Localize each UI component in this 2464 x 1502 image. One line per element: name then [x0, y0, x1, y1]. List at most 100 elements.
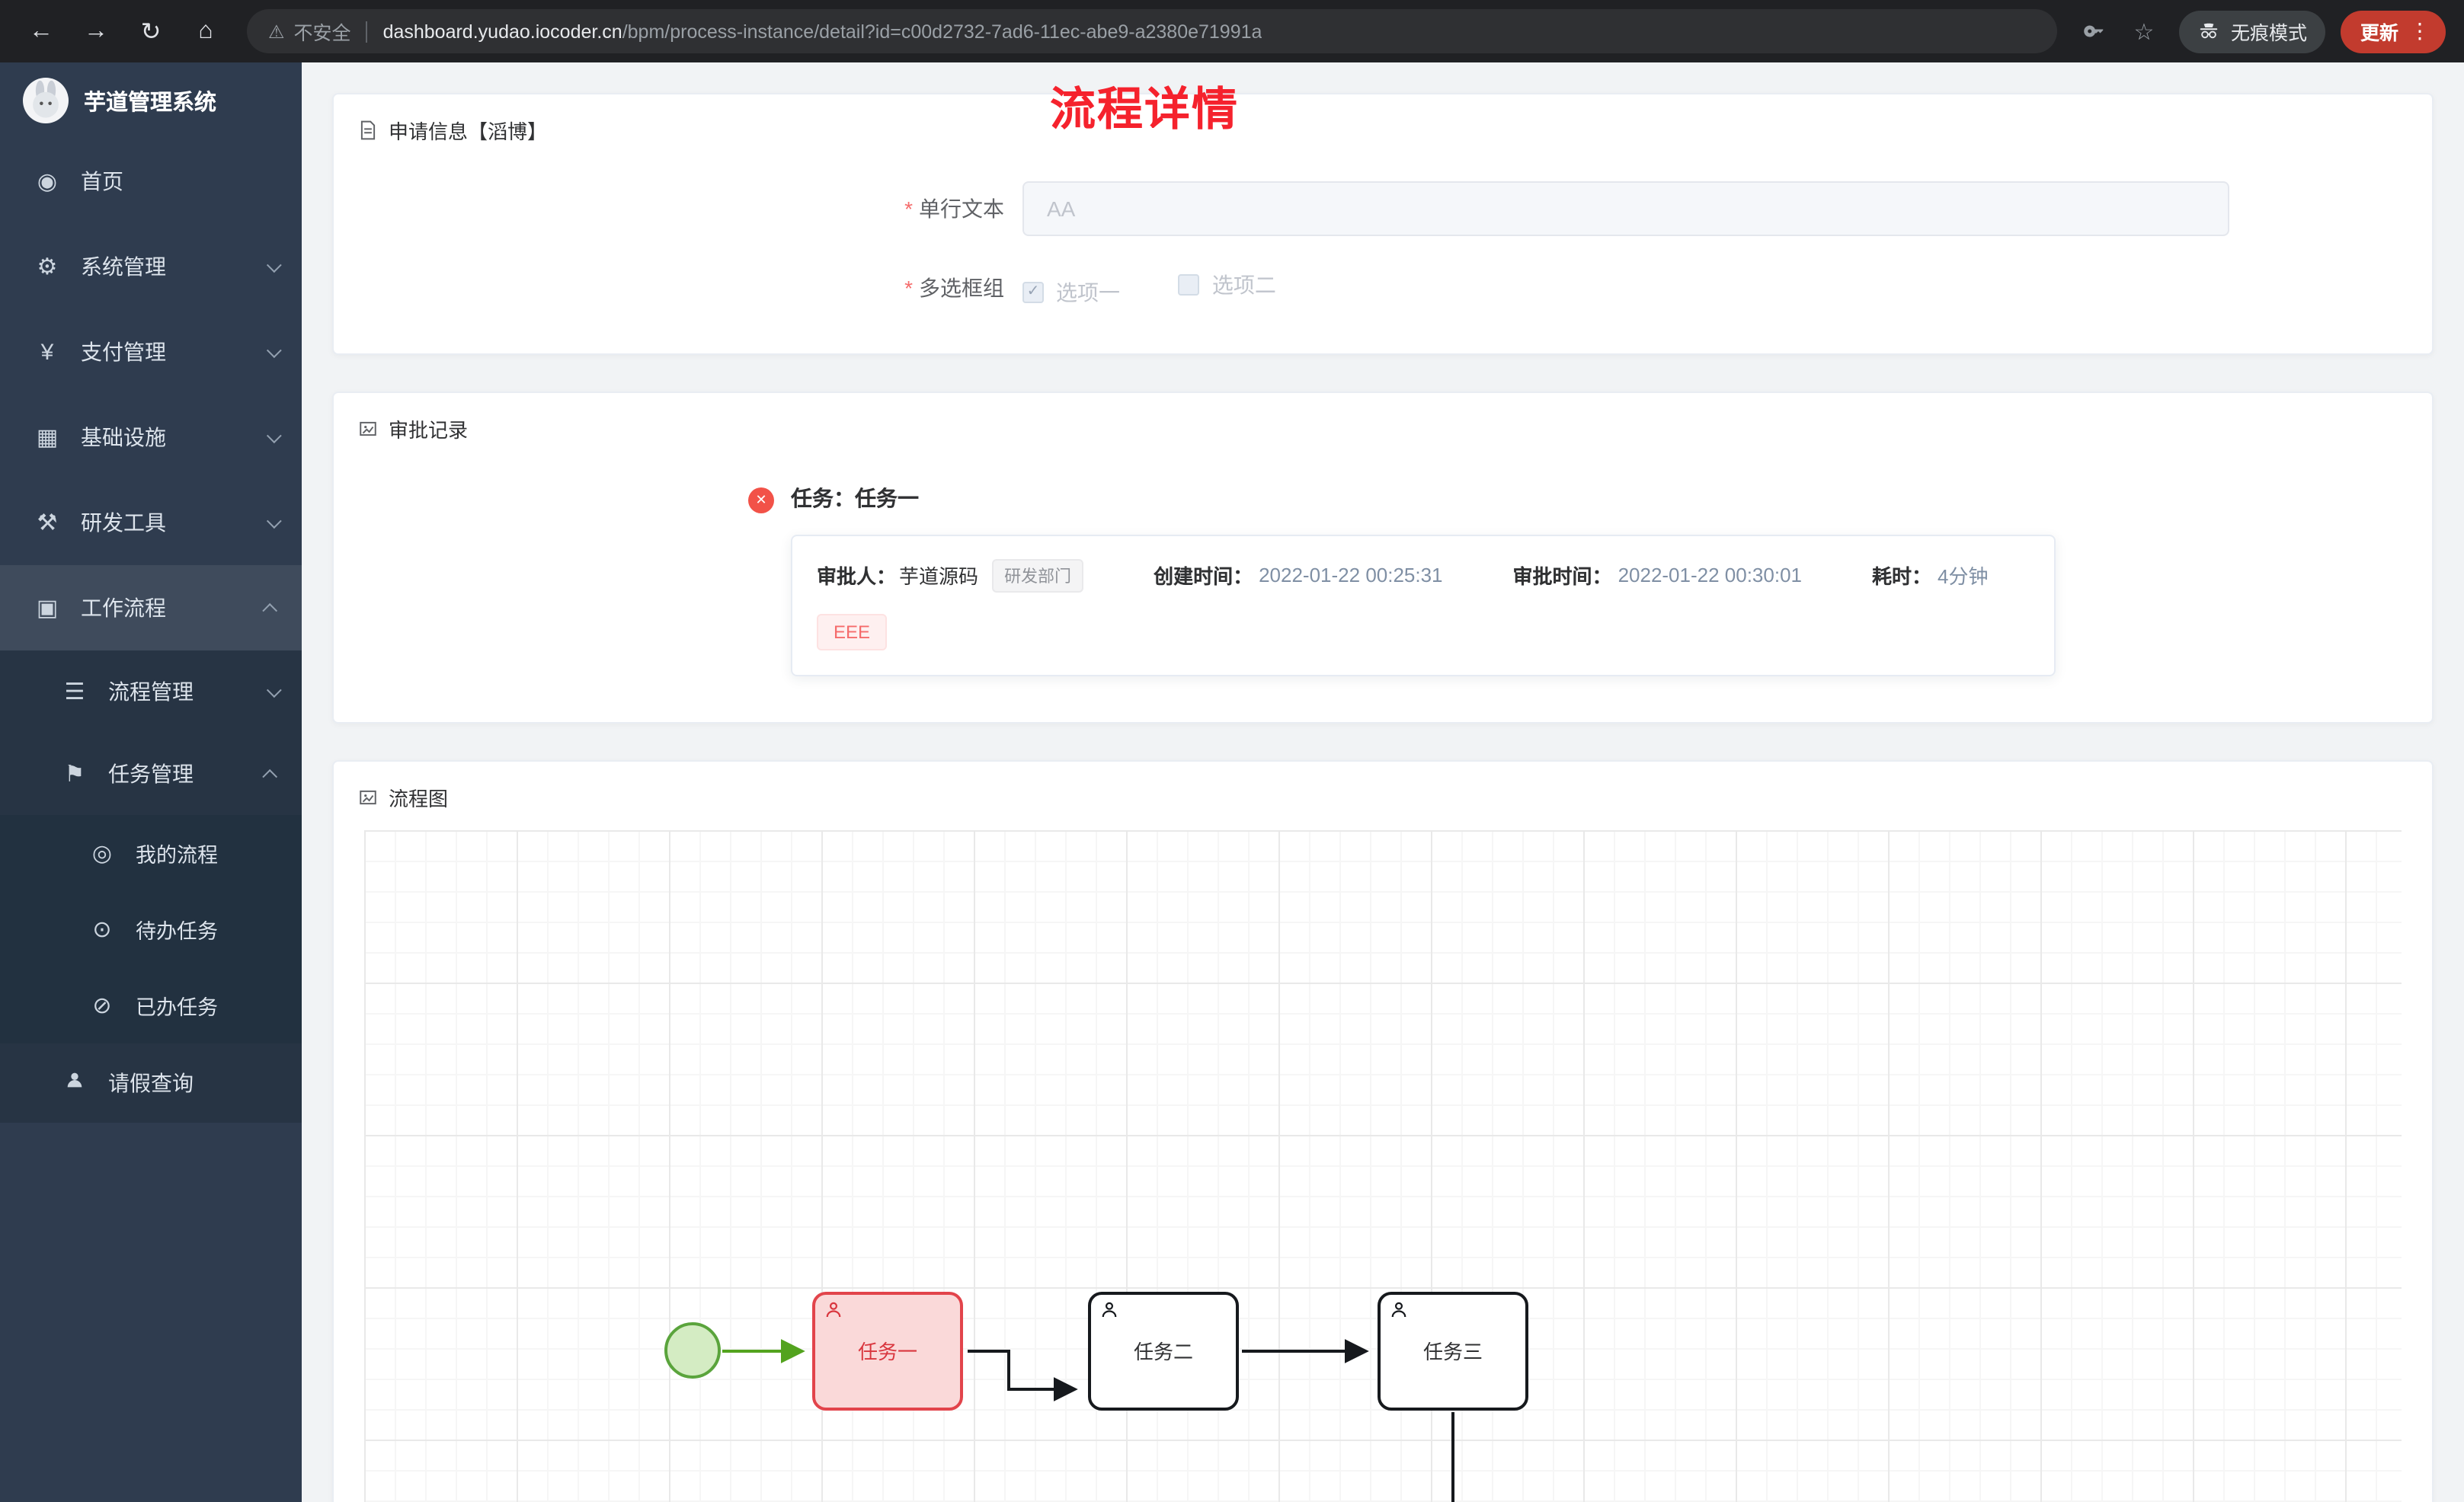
process-diagram-card-header: 流程图	[334, 761, 2432, 811]
gear-icon: ⚙	[37, 254, 58, 280]
sidebar-item-label: 任务管理	[108, 762, 194, 786]
browser-menu-icon[interactable]: ⋮	[2409, 18, 2430, 43]
apply-info-card: 申请信息【滔博】 *单行文本 AA *多选框组 ✓ 选项一	[332, 93, 2434, 354]
sidebar-item-system[interactable]: ⚙ 系统管理	[0, 224, 302, 309]
chevron-down-icon	[266, 342, 282, 358]
task-title: 任务：任务一	[791, 485, 919, 510]
sidebar-item-devtools[interactable]: ⚒ 研发工具	[0, 480, 302, 565]
sidebar-item-infrastructure[interactable]: ▦ 基础设施	[0, 395, 302, 480]
approval-record-card-header: 审批记录	[334, 392, 2432, 443]
main-content: 流程详情 申请信息【滔博】 *单行文本 AA *多选框组 ✓ 选项一	[302, 62, 2464, 1502]
checkbox-label: 选项一	[1056, 280, 1120, 304]
apply-info-title: 申请信息【滔博】	[389, 120, 548, 143]
url-text: dashboard.yudao.iocoder.cn/bpm/process-i…	[383, 21, 1262, 42]
approve-time-value: 2022-01-22 00:30:01	[1618, 564, 1802, 586]
create-time-item: 创建时间： 2022-01-22 00:25:31	[1154, 561, 1442, 590]
sidebar-item-leave-query[interactable]: 请假查询	[0, 1043, 302, 1123]
sidebar-item-payment[interactable]: ¥ 支付管理	[0, 309, 302, 395]
address-bar[interactable]: ⚠ 不安全 dashboard.yudao.iocoder.cn/bpm/pro…	[247, 9, 2057, 53]
url-domain: dashboard.yudao.iocoder.cn	[382, 21, 622, 42]
grid-icon: ▦	[36, 425, 59, 451]
list-icon: ☰	[64, 679, 85, 705]
create-time-label: 创建时间：	[1154, 565, 1253, 588]
checkbox-unchecked-icon	[1178, 274, 1200, 296]
sidebar-item-label: 流程管理	[108, 679, 194, 704]
app-title: 芋道管理系统	[84, 91, 216, 115]
browser-update-button[interactable]: 更新 ⋮	[2340, 10, 2446, 53]
back-icon[interactable]: ←	[29, 18, 53, 43]
not-secure-label[interactable]: 不安全	[293, 23, 351, 44]
incognito-label: 无痕模式	[2230, 23, 2307, 44]
task-label: 任务三	[1422, 1341, 1483, 1363]
department-tag: 研发部门	[992, 558, 1084, 592]
sidebar-item-task-management[interactable]: ⚑ 任务管理	[0, 733, 302, 815]
bookmark-star-icon[interactable]: ☆	[2133, 19, 2155, 45]
sidebar-item-process-management[interactable]: ☰ 流程管理	[0, 650, 302, 733]
checkbox-option-2[interactable]: 选项二	[1178, 270, 1276, 300]
sidebar-item-done-tasks[interactable]: ⊘ 已办任务	[0, 967, 302, 1043]
chevron-down-icon	[266, 257, 282, 273]
duration-item: 耗时： 4分钟	[1872, 561, 1989, 590]
flow-task1-to-task2	[968, 1349, 1078, 1401]
required-asterisk: *	[904, 197, 913, 221]
sidebar-menu: ◉ 首页 ⚙ 系统管理 ¥ 支付管理 ▦ 基础设施 ⚒ 研发工具	[0, 139, 302, 1123]
duration-value: 4分钟	[1938, 565, 1989, 588]
url-divider	[366, 21, 368, 42]
required-asterisk: *	[904, 276, 913, 301]
chevron-down-icon	[266, 513, 282, 529]
chevron-down-icon	[266, 682, 282, 698]
tools-icon: ⚒	[37, 510, 58, 536]
form-row-checkbox: *多选框组 ✓ 选项一 选项二	[334, 270, 2432, 307]
bpmn-canvas[interactable]: 任务一 任务二 任务三	[364, 829, 2402, 1502]
sidebar-item-todo-tasks[interactable]: ⊙ 待办任务	[0, 891, 302, 967]
task-failed-icon: ✕	[748, 487, 774, 513]
approver-label: 审批人：	[817, 565, 897, 588]
sidebar-item-label: 系统管理	[81, 254, 166, 279]
bpmn-task-1[interactable]: 任务一	[812, 1291, 963, 1410]
sidebar-item-label: 支付管理	[81, 340, 166, 364]
user-task-icon	[1100, 1300, 1118, 1318]
checkbox-label: 选项二	[1211, 273, 1276, 297]
duration-label: 耗时：	[1872, 565, 1932, 588]
approval-record-title: 审批记录	[389, 418, 469, 441]
bpmn-start-event[interactable]	[664, 1321, 721, 1378]
bpmn-task-3[interactable]: 任务三	[1378, 1291, 1528, 1410]
incognito-icon	[2200, 23, 2218, 39]
checkbox-option-1[interactable]: ✓ 选项一	[1022, 276, 1120, 307]
page-title: 流程详情	[1050, 85, 1239, 136]
key-icon-glyph	[2085, 25, 2104, 37]
eye-off-icon: ⊘	[92, 993, 112, 1019]
process-diagram-title: 流程图	[389, 787, 449, 810]
update-label: 更新	[2360, 23, 2398, 44]
reload-icon[interactable]: ↻	[140, 19, 162, 45]
logo-avatar	[23, 78, 69, 123]
sidebar-item-label: 已办任务	[136, 996, 218, 1019]
approval-record-card: 审批记录 ✕ 任务：任务一 审批人： 芋道源码 研发部门 创建时间： 2022-…	[332, 391, 2434, 723]
apply-form: *单行文本 AA *多选框组 ✓ 选项一 选项二	[334, 145, 2432, 353]
task-submenu: ◎ 我的流程 ⊙ 待办任务 ⊘ 已办任务	[0, 815, 302, 1043]
bpmn-connectors	[722, 1338, 1454, 1502]
document-icon	[360, 120, 376, 140]
approval-detail-panel: 审批人： 芋道源码 研发部门 创建时间： 2022-01-22 00:25:31…	[791, 534, 2056, 676]
task-label: 任务二	[1133, 1341, 1193, 1363]
forward-icon[interactable]: →	[84, 18, 108, 43]
flag-icon: ⚑	[64, 762, 85, 788]
sidebar-item-label: 基础设施	[81, 425, 166, 449]
sidebar-item-label: 工作流程	[81, 596, 166, 620]
sidebar-item-home[interactable]: ◉ 首页	[0, 139, 302, 224]
url-path: /bpm/process-instance/detail?id=c00d2732…	[622, 21, 1262, 42]
checkbox-group: ✓ 选项一 选项二	[1022, 270, 1328, 307]
bpmn-task-2[interactable]: 任务二	[1088, 1291, 1239, 1410]
home-icon[interactable]: ⌂	[198, 18, 213, 43]
sidebar-item-label: 我的流程	[136, 844, 218, 867]
sidebar-item-workflow[interactable]: ▣ 工作流程	[0, 565, 302, 650]
user-task-icon	[1390, 1300, 1408, 1318]
process-diagram-card: 流程图 任务一	[332, 759, 2434, 1502]
single-line-text-input[interactable]: AA	[1022, 181, 2229, 236]
app-logo[interactable]: 芋道管理系统	[0, 62, 302, 139]
password-key-icon[interactable]	[2075, 20, 2115, 43]
approval-detail-row: 审批人： 芋道源码 研发部门 创建时间： 2022-01-22 00:25:31…	[817, 558, 2030, 592]
sidebar-item-my-processes[interactable]: ◎ 我的流程	[0, 815, 302, 891]
task-label: 任务一	[857, 1341, 917, 1363]
